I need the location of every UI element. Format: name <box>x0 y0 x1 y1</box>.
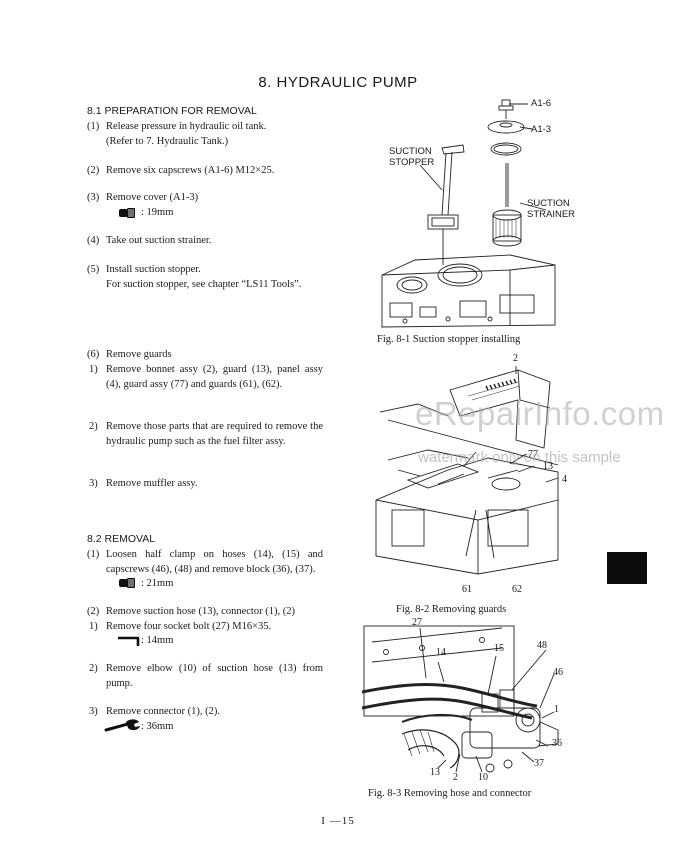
section-heading-8-1: 8.1 PREPARATION FOR REMOVAL <box>87 105 257 117</box>
step-number: (6) <box>87 349 100 360</box>
tool-size: : 21mm <box>141 578 174 589</box>
chapter-tab-marker <box>607 552 647 584</box>
substep-number: 3) <box>89 706 98 717</box>
callout-suction-stopper: SUCTION <box>389 146 432 157</box>
callout-1: 1 <box>554 704 559 715</box>
watermark-subtext: watermark only on this sample <box>418 449 621 466</box>
tool-size: : 36mm <box>141 721 174 732</box>
step-text: Remove suction hose (13), connector (1),… <box>106 606 295 617</box>
figure-caption: Fig. 8-3 Removing hose and connector <box>368 788 532 799</box>
figure-caption: Fig. 8-1 Suction stopper installing <box>377 334 521 345</box>
step-text: Remove cover (A1-3) <box>106 192 199 203</box>
step-text: Loosen half clamp on hoses (14), (15) an… <box>106 549 323 575</box>
substep-number: 3) <box>89 478 98 489</box>
callout-36: 36 <box>552 738 562 749</box>
callout-61: 61 <box>462 584 472 595</box>
callout-62: 62 <box>512 584 522 595</box>
substep-text: Remove bonnet assy (2), guard (13), pane… <box>106 364 323 390</box>
figure-8-2-drawing <box>375 366 559 575</box>
step-text: Install suction stopper. <box>106 264 201 275</box>
step-text: Take out suction strainer. <box>106 235 212 246</box>
callout-a1-3: A1-3 <box>531 124 552 135</box>
substep-text: Remove elbow (10) of suction hose (13) f… <box>106 663 323 689</box>
step-text: (Refer to 7. Hydraulic Tank.) <box>106 136 229 147</box>
step-number: (2) <box>87 606 100 617</box>
callout-27: 27 <box>412 617 422 628</box>
substep-text: Remove four socket bolt (27) M16×35. <box>106 621 272 632</box>
figure-8-1-drawing <box>381 99 556 328</box>
callout-2: 2 <box>513 353 518 364</box>
page-title: 8. HYDRAULIC PUMP <box>258 74 418 91</box>
callout-13: 13 <box>543 461 553 472</box>
callout-14: 14 <box>436 647 446 658</box>
callout-suction-strainer: STRAINER <box>527 209 576 220</box>
callout-13: 13 <box>430 767 440 778</box>
step-number: (4) <box>87 235 100 246</box>
step-number: (3) <box>87 192 100 203</box>
step-text: Remove guards <box>106 349 172 360</box>
callout-10: 10 <box>478 772 488 783</box>
callout-a1-6: A1-6 <box>531 98 552 109</box>
hex-key-icon <box>118 636 140 646</box>
watermark-text: eRepairInfo.com <box>415 395 665 432</box>
step-text: Release pressure in hydraulic oil tank. <box>106 121 267 132</box>
callout-48: 48 <box>537 640 547 651</box>
section-heading-8-2: 8.2 REMOVAL <box>87 533 156 545</box>
callout-2: 2 <box>453 772 458 783</box>
callout-77: 77 <box>528 449 538 460</box>
substep-number: 1) <box>89 364 98 375</box>
callout-37: 37 <box>534 758 544 769</box>
callout-46: 46 <box>553 667 563 678</box>
figure-8-3-drawing <box>362 625 559 773</box>
callout-4: 4 <box>562 474 567 485</box>
substep-text: Remove muffler assy. <box>106 478 198 489</box>
step-number: (2) <box>87 165 100 176</box>
substep-number: 2) <box>89 663 98 674</box>
figure-caption: Fig. 8-2 Removing guards <box>396 604 507 615</box>
socket-wrench-icon <box>119 208 135 218</box>
callout-suction-stopper: STOPPER <box>389 157 435 168</box>
callout-15: 15 <box>494 643 504 654</box>
substep-text: Remove those parts that are required to … <box>106 421 323 447</box>
tool-size: : 14mm <box>141 635 174 646</box>
socket-wrench-icon <box>119 578 135 588</box>
step-number: (5) <box>87 264 100 275</box>
substep-number: 2) <box>89 421 98 432</box>
tool-size: : 19mm <box>141 207 174 218</box>
substep-number: 1) <box>89 621 98 632</box>
page-number: I ―15 <box>321 815 355 827</box>
step-number: (1) <box>87 549 100 560</box>
substep-text: Remove connector (1), (2). <box>106 706 220 717</box>
step-text: Remove six capscrews (A1-6) M12×25. <box>106 165 275 176</box>
spanner-icon <box>104 719 140 732</box>
step-text: For suction stopper, see chapter “LS11 T… <box>106 279 302 290</box>
step-number: (1) <box>87 121 100 132</box>
callout-suction-strainer: SUCTION <box>527 198 570 209</box>
